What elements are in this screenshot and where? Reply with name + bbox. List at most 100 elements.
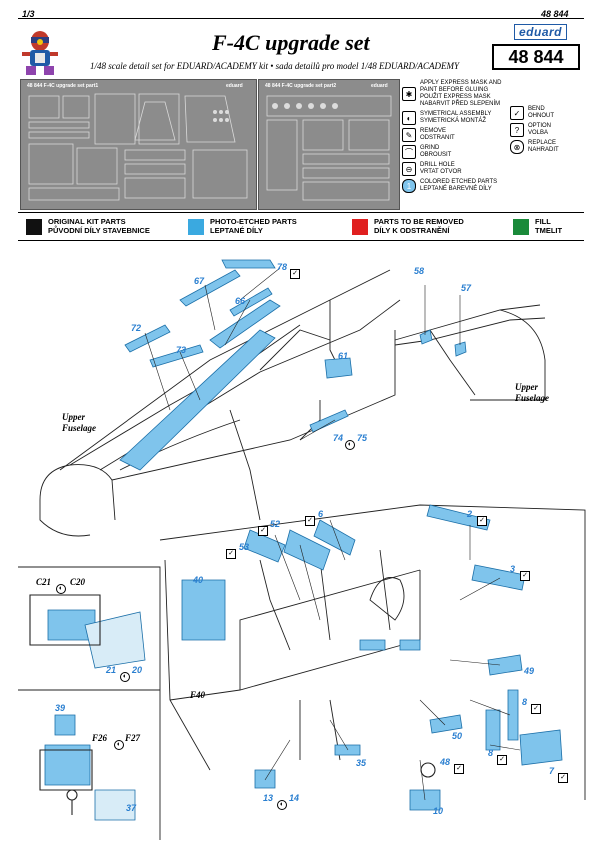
pe-part-39 <box>54 714 76 736</box>
pe-part-50 <box>429 714 463 734</box>
callout-14: 14 <box>289 793 300 803</box>
option-icon: ? <box>510 123 524 137</box>
pe-part-6 <box>313 519 356 556</box>
pe-part-f26-panel <box>44 744 91 786</box>
bend-icon: ✓ <box>305 509 315 527</box>
colored-parts-icon: 1 <box>402 179 416 193</box>
pe-part-8b <box>485 709 501 751</box>
callout-20: 20 <box>132 665 143 675</box>
fret-part1-brand: eduard <box>226 83 243 89</box>
callout-50: 50 <box>452 731 463 741</box>
pe-part-78 <box>221 259 276 269</box>
symmetry-icon: ◐ <box>277 793 287 811</box>
pe-part-53 <box>283 529 331 571</box>
instruction-item: ⊖DRILL HOLE VRTAT OTVOR <box>402 162 512 176</box>
callout-49: 49 <box>524 666 535 676</box>
key-fill: FILL TMELIT <box>513 217 562 235</box>
key-photo-etched: PHOTO-ETCHED PARTS LEPTANÉ DÍLY <box>188 217 297 235</box>
bend-icon: ✓ <box>558 766 568 784</box>
instruction-item: ⊗REPLACE NAHRADIT <box>510 140 582 154</box>
page-title: F-4C upgrade set <box>212 30 370 55</box>
instruction-item: ◐SYMETRICAL ASSEMBLY SYMETRICKÁ MONTÁŽ <box>402 111 512 125</box>
pe-part-8a <box>507 689 519 741</box>
label-f26: F26 <box>92 733 108 743</box>
bend-icon: ✓ <box>531 697 541 715</box>
key-bottom-rule <box>18 240 584 241</box>
bend-icon: ✓ <box>454 757 464 775</box>
pe-part-40 <box>181 579 226 641</box>
bend-icon: ✓ <box>258 519 268 537</box>
drill-icon: ⊖ <box>402 162 416 176</box>
bend-icon: ✓ <box>477 509 487 527</box>
callout-39: 39 <box>55 703 66 713</box>
pe-part-73 <box>149 344 204 368</box>
symmetry-icon: ◐ <box>120 665 130 683</box>
callout-7: 7 <box>549 766 555 776</box>
callout-37: 37 <box>126 803 137 813</box>
star-icon: ✱ <box>402 87 416 101</box>
callout-58: 58 <box>414 266 425 276</box>
label-c20: C20 <box>70 577 86 587</box>
fuselage-nose-ring <box>39 464 116 521</box>
callout-72: 72 <box>131 323 142 333</box>
assembly-diagram <box>18 259 586 840</box>
callout-53: 53 <box>239 542 250 552</box>
callout-61: 61 <box>338 351 349 361</box>
callout-74: 74 <box>333 433 344 443</box>
instruction-legend: ✱APPLY EXPRESS MASK AND PAINT BEFORE GLU… <box>402 80 582 208</box>
symmetry-icon: ◐ <box>56 577 66 595</box>
swatch-green <box>513 218 529 235</box>
label-c21: C21 <box>36 577 52 587</box>
callout-52: 52 <box>270 519 281 529</box>
callout-48: 48 <box>440 757 451 767</box>
callout-3: 3 <box>510 564 516 574</box>
set-code-top: 48 844 <box>541 9 569 19</box>
bend-icon: ✓ <box>226 542 236 560</box>
callout-73: 73 <box>176 345 187 355</box>
callout-8b: 8 <box>488 748 494 758</box>
key-original-kit: ORIGINAL KIT PARTS PŮVODNÍ DÍLY STAVEBNI… <box>26 217 150 235</box>
callout-21: 21 <box>106 665 117 675</box>
instruction-legend-col1: ✱APPLY EXPRESS MASK AND PAINT BEFORE GLU… <box>402 80 512 193</box>
symmetry-icon: ◐ <box>402 111 416 125</box>
callout-67: 67 <box>194 276 205 286</box>
pe-part-66 <box>229 287 273 317</box>
fret-part2: 48 844 F-4C upgrade set part2 eduard <box>258 79 400 210</box>
fret-part1-label: 48 844 F-4C upgrade set part1 <box>27 83 99 89</box>
pe-part-7 <box>519 729 563 766</box>
pe-part-72-strip <box>119 329 276 471</box>
replace-icon: ⊗ <box>510 140 524 154</box>
label-f27: F27 <box>125 733 141 743</box>
bend-icon: ✓ <box>497 748 507 766</box>
bend-icon: ✓ <box>510 106 524 120</box>
pe-part-37 <box>94 789 136 821</box>
callout-6: 6 <box>318 509 324 519</box>
pe-part-13 <box>254 769 276 789</box>
callout-57: 57 <box>461 283 472 293</box>
label-upper-fuselage-left: Upper Fuselage <box>62 412 97 433</box>
symmetry-icon: ◐ <box>114 733 124 751</box>
fret-part2-label: 48 844 F-4C upgrade set part2 <box>265 83 337 89</box>
pe-part-49 <box>487 654 523 676</box>
swatch-blue <box>188 218 204 235</box>
callout-78: 78 <box>277 262 288 272</box>
fret-part1: 48 844 F-4C upgrade set part1 eduard <box>20 79 257 210</box>
bend-icon: ✓ <box>290 262 300 280</box>
pe-part-74 <box>309 409 349 433</box>
callout-40: 40 <box>193 575 204 585</box>
key-parts-removed: PARTS TO BE REMOVED DÍLY K ODSTRANĚNÍ <box>352 217 464 235</box>
pe-part-3 <box>471 564 526 591</box>
eduard-brand-logo: eduard <box>514 24 568 40</box>
grind-icon: ⌒ <box>402 145 416 159</box>
page-number: 1/3 <box>22 9 35 19</box>
callout-66: 66 <box>235 296 246 306</box>
label-upper-fuselage-right: Upper Fuselage <box>515 382 550 403</box>
remove-icon: ✎ <box>402 128 416 142</box>
pe-part-52 <box>243 529 286 563</box>
instruction-item: ⌒GRIND OBROUSIT <box>402 145 512 159</box>
callout-35: 35 <box>356 758 367 768</box>
bend-icon: ✓ <box>520 564 530 582</box>
symmetry-icon: ◐ <box>345 433 355 451</box>
set-number-box: 48 844 <box>492 44 580 70</box>
